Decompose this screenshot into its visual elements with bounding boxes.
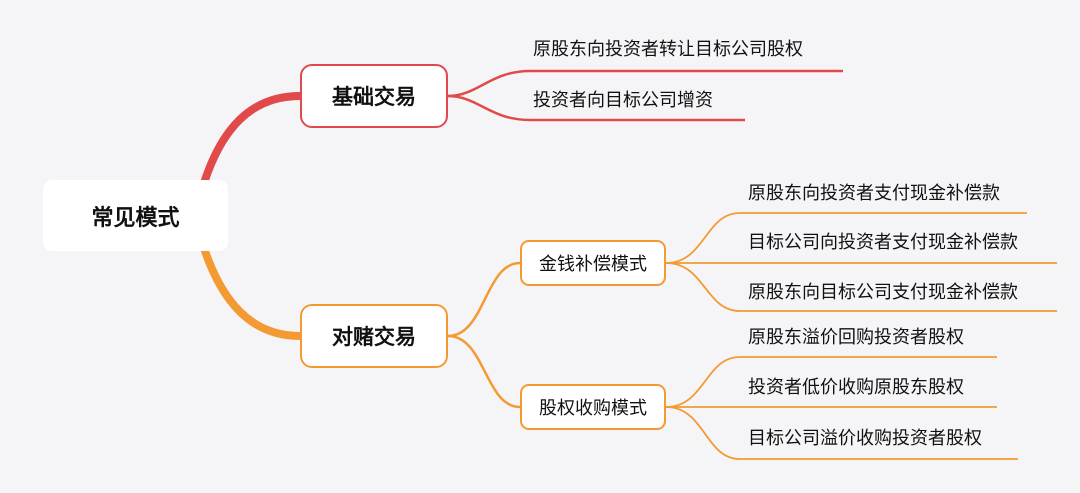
branch-vam-trade[interactable]: 对赌交易 (300, 304, 448, 368)
branch-vam-label: 对赌交易 (332, 325, 416, 349)
group-money-compensation[interactable]: 金钱补偿模式 (520, 240, 666, 286)
root-label: 常见模式 (91, 205, 180, 231)
connector-root-vam (201, 247, 304, 340)
root-node[interactable]: 常见模式 (43, 180, 228, 251)
branch-basic-trade[interactable]: 基础交易 (300, 64, 448, 128)
connector-equity-item-3 (665, 406, 1018, 460)
connector-root-basic (201, 92, 304, 184)
branch-basic-label: 基础交易 (332, 85, 416, 109)
connector-vam-money (447, 261, 521, 338)
leaf-money-3[interactable]: 原股东向目标公司支付现金补偿款 (748, 282, 1018, 303)
connector-vam-equity (447, 334, 521, 409)
connector-basic-item-1 (447, 69, 843, 98)
connector-money-item-3 (665, 262, 1057, 312)
leaf-equity-1[interactable]: 原股东溢价回购投资者股权 (748, 327, 964, 348)
leaf-money-1[interactable]: 原股东向投资者支付现金补偿款 (748, 183, 1000, 204)
leaf-basic-2[interactable]: 投资者向目标公司增资 (533, 90, 713, 111)
connector-equity-item-1 (665, 356, 997, 408)
leaf-equity-2[interactable]: 投资者低价收购原股东股权 (748, 377, 964, 398)
leaf-money-2[interactable]: 目标公司向投资者支付现金补偿款 (748, 232, 1018, 253)
group-equity-acquisition[interactable]: 股权收购模式 (520, 384, 666, 430)
leaf-equity-3[interactable]: 目标公司溢价收购投资者股权 (748, 428, 982, 449)
group-money-label: 金钱补偿模式 (539, 254, 647, 275)
connector-money-item-1 (665, 212, 1027, 264)
connector-basic-item-2 (447, 94, 745, 122)
group-equity-label: 股权收购模式 (539, 398, 647, 419)
leaf-basic-1[interactable]: 原股东向投资者转让目标公司股权 (533, 39, 803, 60)
